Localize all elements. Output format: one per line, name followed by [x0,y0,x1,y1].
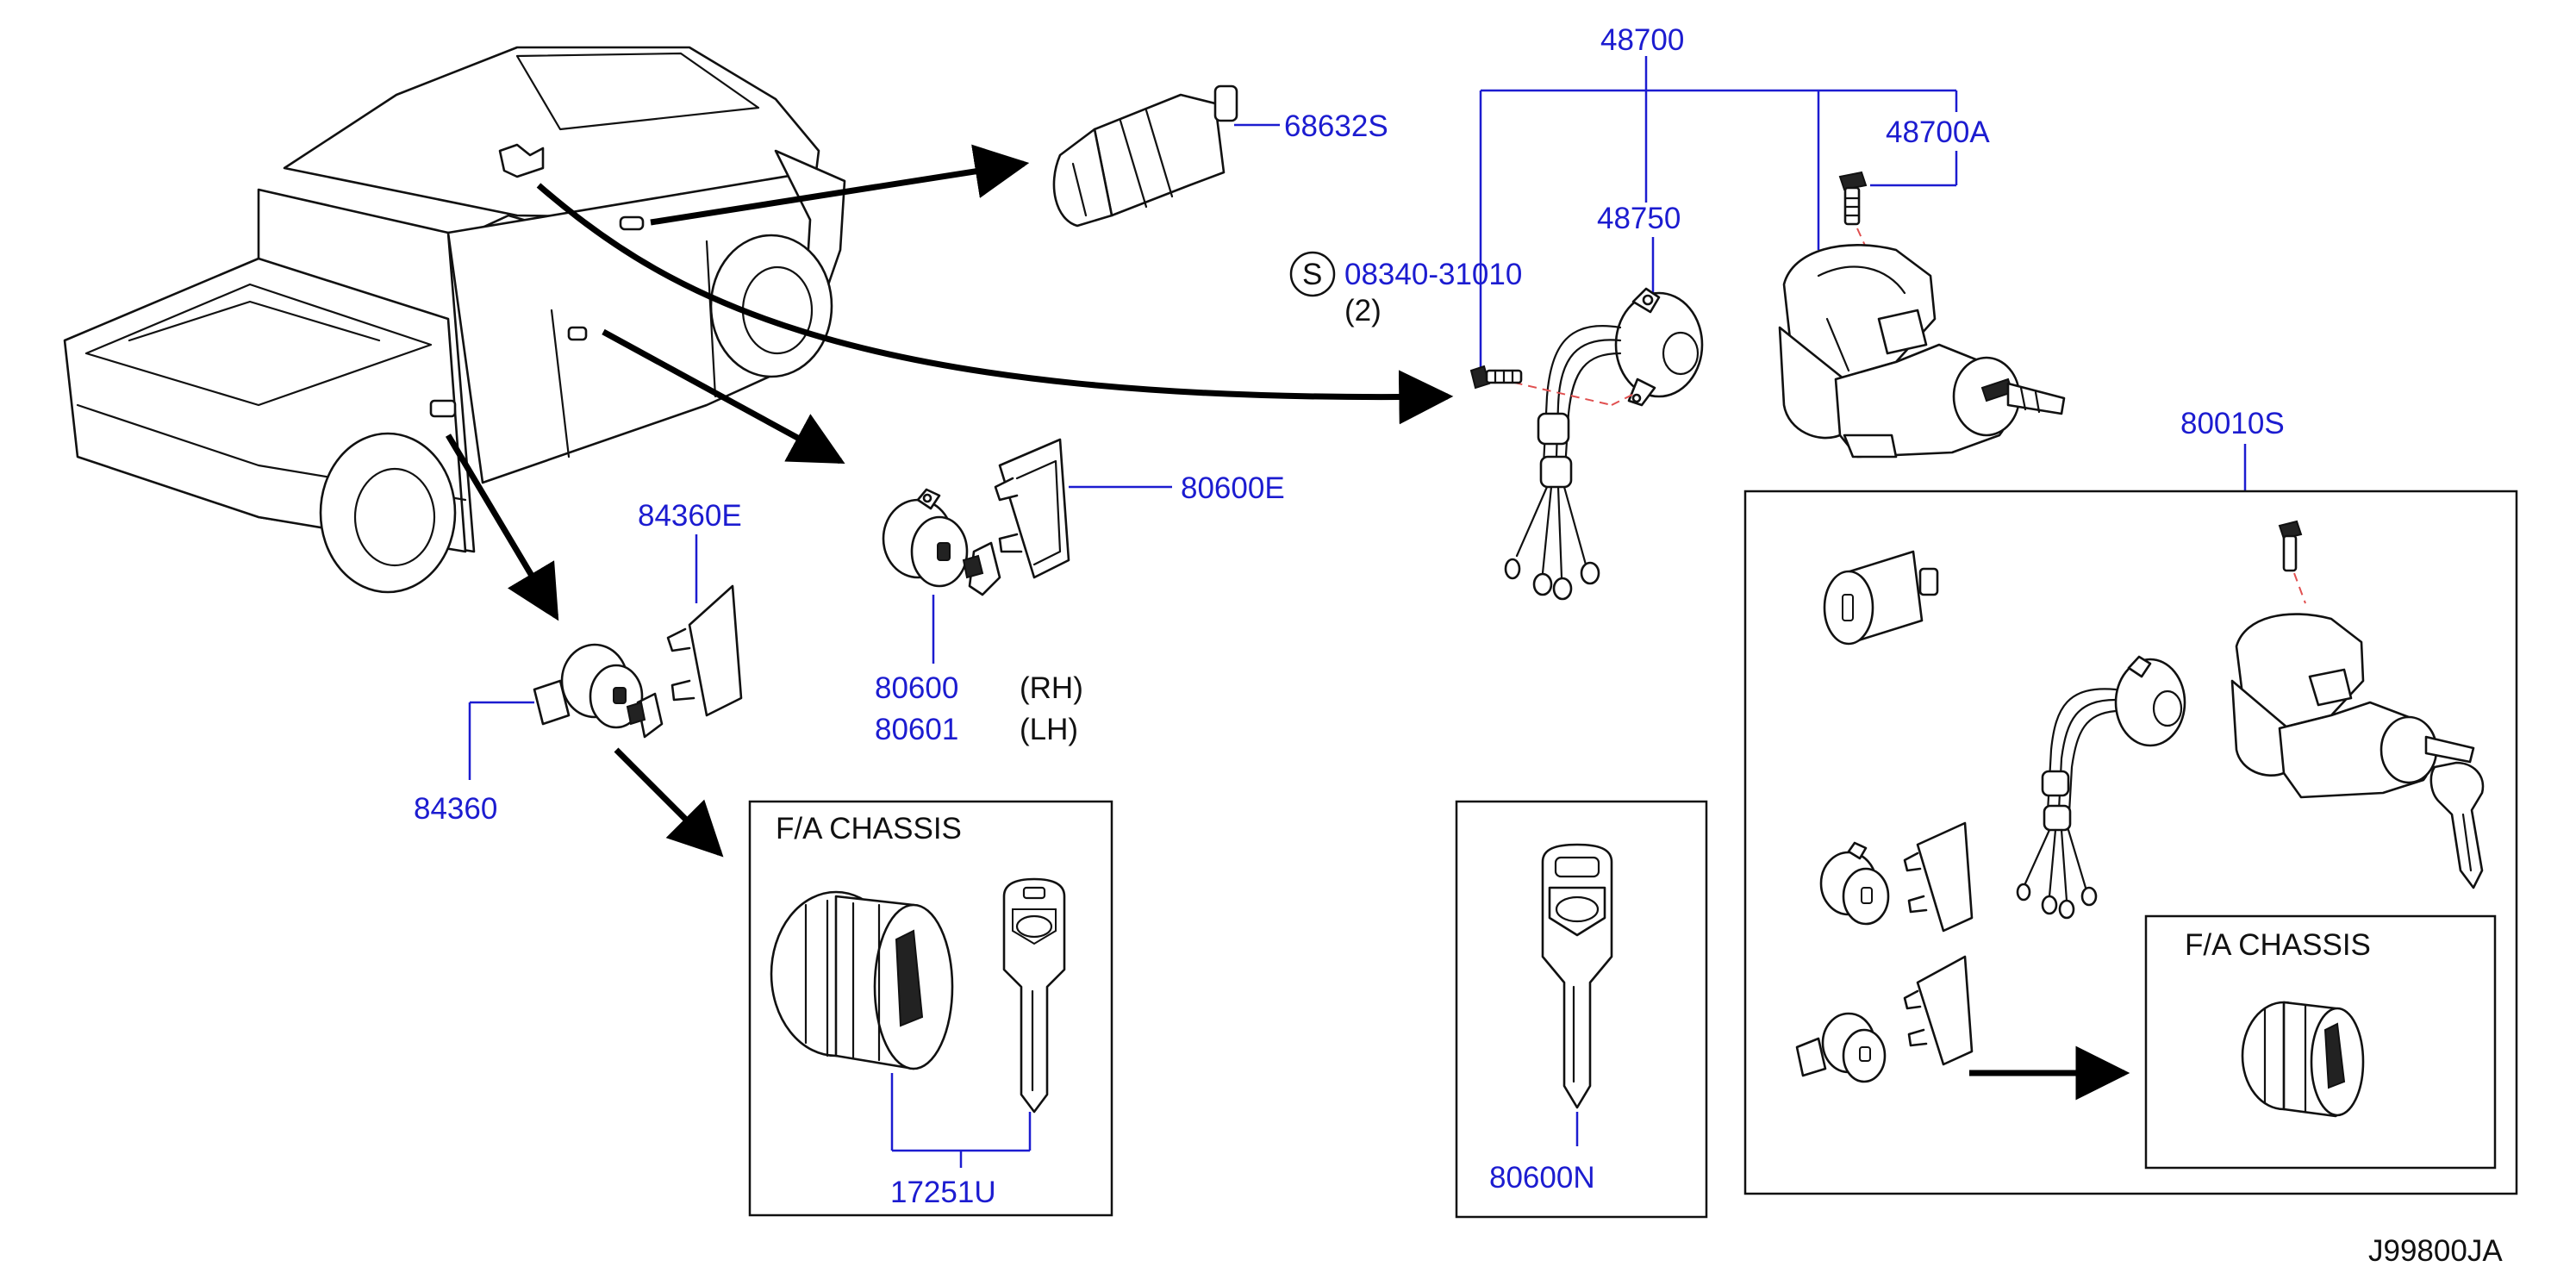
label-80600N: 80600N [1489,1161,1595,1195]
label-80601: 80601 [875,713,958,746]
label-80600E: 80600E [1181,471,1285,505]
glove-box-lock-68632S: 68632S [1052,84,1388,228]
door-lock-80600: 80600E 80600 (RH) 80601 (LH) [875,438,1285,746]
ignition-group-48700: 48700 48700A 48750 S 08340-31010 (2) [1289,23,1990,369]
label-84360E: 84360E [638,499,742,533]
ignition-switch-48750 [1499,287,1704,601]
lock-kit-box-80010S: 80010S [1743,407,2518,1195]
fa-chassis-right-title: F/A CHASSIS [2185,928,2371,962]
fa-chassis-box-left: F/A CHASSIS 17251U [748,800,1113,1217]
label-84360: 84360 [414,792,497,826]
label-48700A: 48700A [1886,115,1990,149]
label-08340-qty: (2) [1344,294,1382,328]
label-17251U: 17251U [890,1176,996,1209]
label-80601-lh: (LH) [1020,713,1078,746]
label-48700: 48700 [1600,23,1684,57]
tailgate-lock-84360: 84360E 84360 [414,499,743,826]
label-48750: 48750 [1597,202,1681,235]
label-68632S: 68632S [1284,109,1388,143]
s-symbol-circle [1289,251,1336,297]
fa-chassis-left-title: F/A CHASSIS [776,812,962,845]
key-box-80600N: 80600N [1455,800,1708,1219]
label-08340-31010: 08340-31010 [1344,258,1522,291]
label-s-symbol: S [1302,258,1322,291]
label-80600-rh: (RH) [1020,671,1083,705]
label-80010S: 80010S [2180,407,2285,440]
screw-48700A [1838,171,1880,277]
pickup-truck-illustration [63,46,846,594]
screw-08340-31010 [1469,365,1523,390]
callout-arrows [445,144,2130,1101]
label-80600: 80600 [875,671,958,705]
figure-code: J99800JA [2368,1234,2503,1268]
ignition-lock-assembly-48700 [1778,244,2066,459]
